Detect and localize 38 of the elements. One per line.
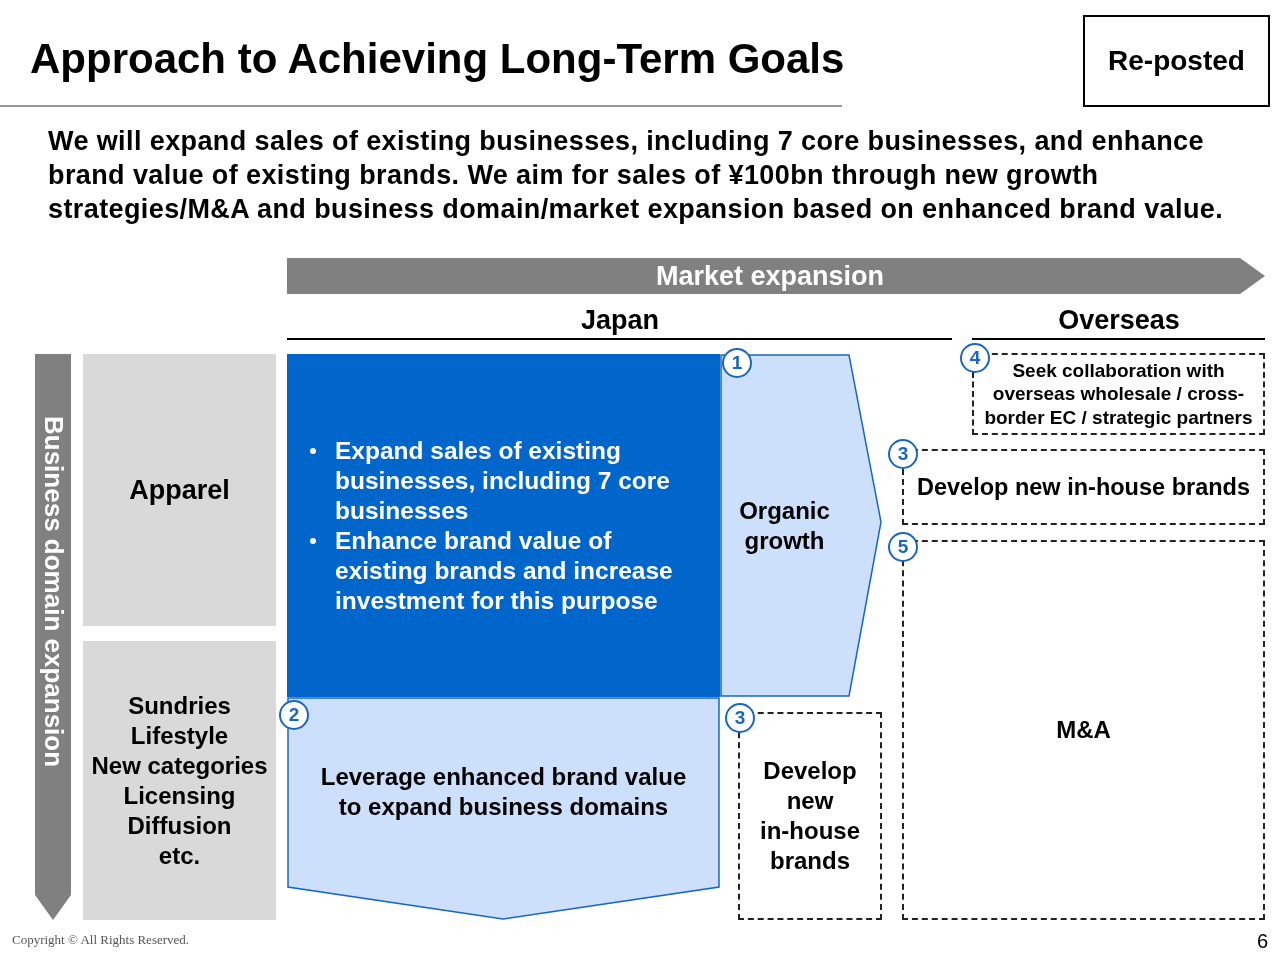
category-label: etc.	[158, 840, 201, 871]
callout-number: 2	[279, 700, 309, 730]
callout-number: 3	[725, 703, 755, 733]
bullet-text: Expand sales of existing businesses, including 7 core businesses	[335, 435, 671, 526]
callout-number: 5	[888, 532, 918, 562]
strategy-label: M&A	[1056, 715, 1111, 745]
strategy-box	[972, 353, 1265, 435]
strategy-arrow	[720, 354, 882, 697]
strategy-arrow	[287, 697, 720, 920]
arrow-label: Market expansion	[655, 260, 885, 292]
category-label: New categories	[91, 750, 268, 781]
category-label: Lifestyle	[130, 720, 229, 751]
status-box	[1083, 15, 1270, 107]
bullet-text: Enhance brand value of existing brands and increase investment for this purpose	[335, 525, 673, 616]
column-heading: Japan	[581, 304, 659, 336]
category-label: Licensing	[123, 780, 236, 811]
arrow-label: Business domain expansion	[37, 416, 69, 768]
category-box	[83, 354, 276, 626]
page-number: 6	[1256, 929, 1268, 953]
category-box	[83, 641, 276, 920]
category-label: Apparel	[129, 474, 230, 506]
callout-number: 1	[722, 348, 752, 378]
callout-number: 4	[960, 343, 990, 373]
strategy-label: Develop new in-house brands	[917, 473, 1250, 502]
strategy-label: Organic growth	[738, 495, 831, 556]
slide-title: Approach to Achieving Long-Term Goals	[30, 35, 845, 83]
strategy-box	[287, 354, 720, 697]
strategy-label: Develop new in-house brands	[759, 756, 861, 876]
category-label: Sundries	[128, 690, 231, 721]
arrow-band	[287, 258, 1265, 294]
strategy-label: Leverage enhanced brand value to expand business domains	[319, 762, 688, 822]
intro-paragraph: We will expand sales of existing businesses, including 7 core businesses, and enhance brand value of existing brands. We aim for sales of ¥100bn through new growth strategies/M&A and business domain/market expansion based on enhanced brand value.	[48, 125, 1225, 226]
column-heading: Overseas	[1058, 304, 1180, 336]
status-label: Re-posted	[1108, 44, 1245, 78]
arrow-band	[35, 354, 71, 920]
copyright-notice: Copyright © All Rights Reserved.	[12, 932, 190, 948]
category-label: Diffusion	[127, 810, 232, 841]
callout-number: 3	[888, 439, 918, 469]
